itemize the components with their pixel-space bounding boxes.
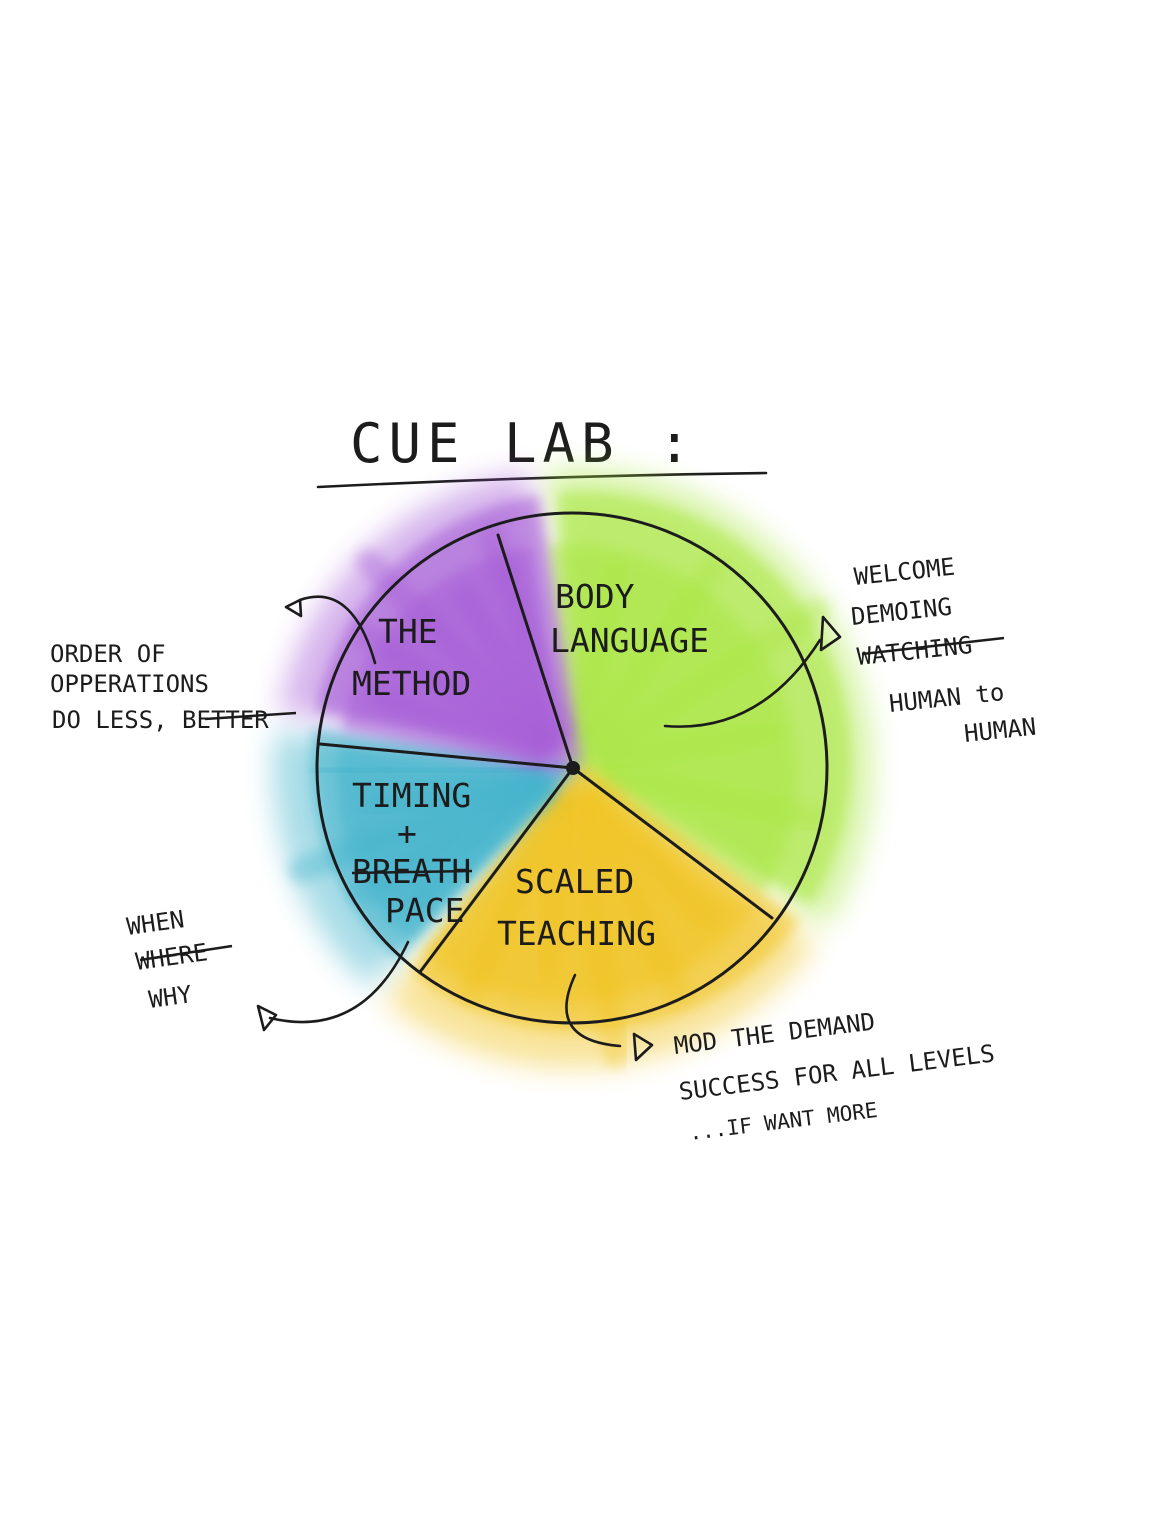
note-line: OPPERATIONS: [50, 670, 209, 698]
color-washes: [273, 468, 874, 1068]
wash-streak: [576, 791, 690, 1004]
wash-streak: [599, 718, 783, 774]
wash-streak: [532, 794, 581, 980]
arrow-scaled-teaching: [565, 973, 622, 1048]
arrowhead-timing: [256, 1004, 278, 1032]
pie-outline: [315, 511, 829, 1025]
note-line: DEMOING: [850, 593, 954, 631]
segment-timing: TIMING + BREATH PACE: [351, 776, 473, 930]
segment-label-line: PACE: [385, 891, 464, 930]
note-the-method: ORDER OF OPPERATIONS DO LESS, BETTER: [50, 595, 377, 734]
note-line: WELCOME: [853, 553, 957, 591]
arrowhead-body-language: [819, 615, 842, 652]
note-line: HUMAN: [963, 713, 1038, 748]
wash-streak: [355, 549, 558, 753]
note-line: WHEN: [125, 905, 186, 941]
note-line: WHERE: [134, 938, 209, 976]
pie-divider-line: [496, 533, 575, 770]
segment-body-language: BODY LANGUAGE: [550, 577, 709, 660]
strikethrough-where: [139, 944, 233, 962]
note-line: ORDER OF: [50, 640, 166, 668]
wash-streak: [315, 755, 547, 785]
strikethrough-better: [204, 711, 297, 721]
pie-center-dot: [566, 761, 580, 775]
segment-label-line: +: [397, 814, 417, 853]
note-line: ...IF WANT MORE: [688, 1098, 879, 1145]
wash-streak: [582, 554, 727, 749]
wash-streak: [288, 769, 549, 883]
segment-label-line: THE: [378, 612, 438, 651]
arrowhead-scaled-teaching: [632, 1032, 654, 1062]
segment-label-line: BODY: [555, 577, 635, 616]
wash-streak: [586, 784, 719, 931]
segment-scaled-teaching: SCALED TEACHING: [497, 862, 656, 953]
note-line: HUMAN to: [888, 678, 1006, 718]
wash-streak: [565, 794, 629, 1068]
diagram-title: CUE LAB :: [350, 412, 697, 475]
segment-label-line: TIMING: [352, 776, 471, 815]
arrow-the-method: [298, 595, 377, 665]
segment-label-line: TEACHING: [497, 914, 656, 953]
pie-divider-line: [418, 766, 575, 974]
wash-streak: [372, 686, 549, 768]
pie-divider-line: [571, 766, 774, 920]
wash-streak: [568, 559, 630, 742]
note-line: WATCHING: [856, 631, 974, 671]
wash-streak: [599, 763, 826, 831]
title-underline: [316, 471, 768, 489]
segment-the-method: THE METHOD: [352, 612, 471, 703]
segment-label-line: METHOD: [352, 664, 471, 703]
segment-label-line: LANGUAGE: [550, 621, 709, 660]
wash-streak: [458, 791, 570, 1004]
strikethrough-watching: [861, 636, 1005, 656]
wash-streak: [353, 622, 553, 760]
arrow-timing: [268, 940, 410, 1024]
strikethrough-breath: [351, 869, 473, 875]
note-line: WHY: [147, 980, 194, 1014]
pie-divider-line: [318, 742, 575, 770]
note-line: DO LESS, BETTER: [52, 706, 269, 734]
arrow-body-language: [663, 638, 822, 728]
wash-streak: [477, 524, 573, 744]
arrowhead-the-method: [284, 598, 303, 618]
segment-label-line: SCALED: [515, 862, 634, 901]
wash-streak: [453, 585, 565, 748]
wash-streak: [593, 597, 830, 760]
pie-dividers: [318, 533, 774, 974]
